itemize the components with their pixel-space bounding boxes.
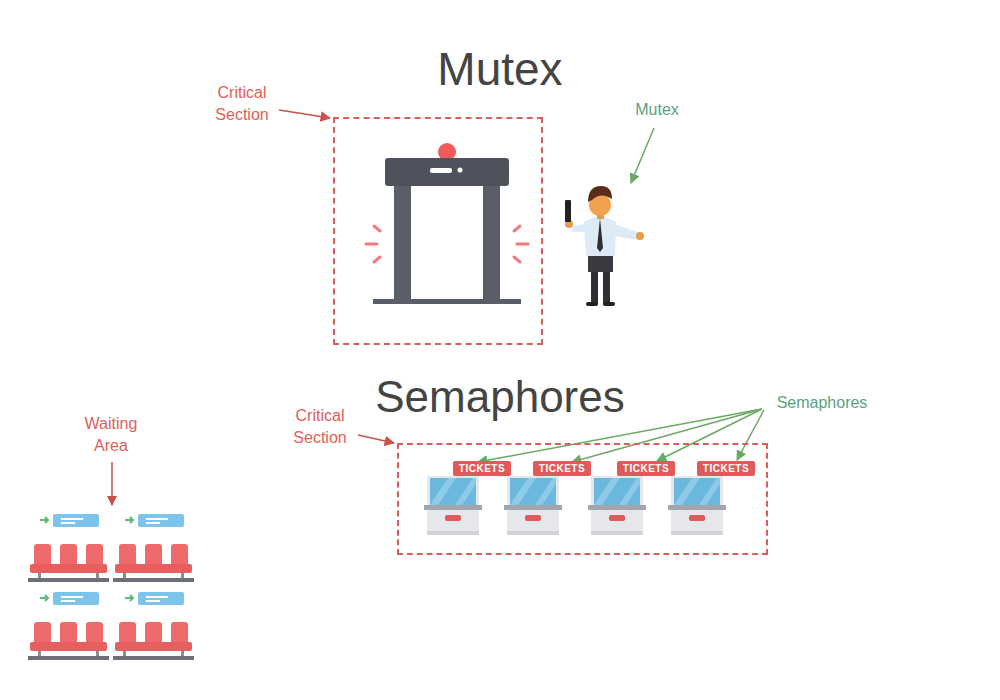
ticket-sign: TICKETS (533, 461, 591, 476)
section-heading: Mutex (350, 38, 650, 100)
seat-row (28, 514, 109, 582)
detector-base (373, 299, 521, 304)
section-label: Critical Section (275, 405, 365, 449)
waiting-seats (28, 514, 194, 660)
ticket-booth (588, 476, 646, 535)
leader-line (279, 110, 330, 118)
ticket-sign: TICKETS (617, 461, 675, 476)
ticket-sign: TICKETS (697, 461, 755, 476)
detector-post (483, 186, 500, 300)
leader-lines (112, 110, 764, 505)
leader-line (657, 409, 762, 461)
sign-text: TICKETS (453, 461, 511, 476)
leader-line (358, 435, 394, 443)
leader-line (631, 128, 654, 183)
sign-text: TICKETS (617, 461, 675, 476)
ticket-booth (668, 476, 726, 535)
seat-row (28, 592, 109, 660)
detector-dot (458, 168, 463, 173)
signal-marks (366, 226, 528, 262)
sign-text: TICKETS (533, 461, 591, 476)
callout-label: Semaphores (752, 392, 892, 414)
section-label: Critical Section (197, 82, 287, 126)
critical-section: Critical SectionTICKETSTICKETSTICKETSTIC… (397, 443, 768, 555)
area-label: Waiting Area (71, 413, 151, 457)
detector-display (430, 168, 452, 173)
seat-row (113, 514, 194, 582)
ticket-sign: TICKETS (453, 461, 511, 476)
ticket-booth (504, 476, 562, 535)
callout-label: Mutex (597, 99, 717, 121)
detector-top (385, 158, 509, 186)
metal-detector (366, 143, 528, 304)
section-heading: Semaphores (320, 367, 680, 426)
security-guard (565, 186, 644, 306)
ticket-booth (424, 476, 482, 535)
critical-section: Critical Section (333, 117, 543, 345)
seat-row (113, 592, 194, 660)
leader-line (737, 410, 764, 460)
detector-post (394, 186, 411, 300)
leader-line (111, 462, 113, 505)
sign-text: TICKETS (697, 461, 755, 476)
ticket-booths (424, 476, 726, 535)
